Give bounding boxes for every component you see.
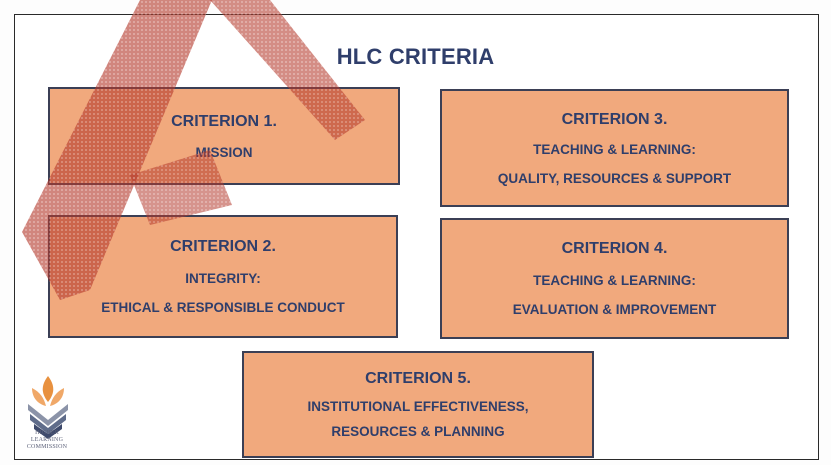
criterion-1-heading: CRITERION 1.	[171, 112, 277, 130]
criterion-3-box: CRITERION 3. TEACHING & LEARNING: QUALIT…	[440, 89, 789, 207]
criterion-1-line-1: MISSION	[195, 144, 253, 160]
criterion-2-line-1: INTEGRITY:	[185, 270, 261, 286]
hlc-logo-text: HIGHER LEARNING COMMISSION	[16, 430, 78, 451]
logo-text-line-1: HIGHER	[35, 430, 59, 436]
criterion-5-line-2: RESOURCES & PLANNING	[331, 424, 505, 440]
hlc-leaf-logo-icon	[28, 376, 68, 439]
criterion-5-box: CRITERION 5. INSTITUTIONAL EFFECTIVENESS…	[242, 351, 594, 458]
criterion-4-line-2: EVALUATION & IMPROVEMENT	[512, 301, 717, 317]
criterion-4-heading: CRITERION 4.	[561, 240, 668, 258]
criterion-2-heading: CRITERION 2.	[170, 237, 276, 255]
criterion-3-line-1: TEACHING & LEARNING:	[533, 142, 696, 157]
page-title: HLC CRITERIA	[336, 44, 495, 69]
logo-text-line-3: COMMISSION	[26, 444, 68, 450]
criterion-3-line-2: QUALITY, RESOURCES & SUPPORT	[497, 170, 732, 186]
criterion-4-box: CRITERION 4. TEACHING & LEARNING: EVALUA…	[440, 218, 789, 339]
criterion-5-heading: CRITERION 5.	[365, 369, 471, 387]
criterion-2-box: CRITERION 2. INTEGRITY: ETHICAL & RESPON…	[48, 215, 398, 338]
logo-text-line-2: LEARNING	[30, 437, 64, 443]
criterion-2-line-2: ETHICAL & RESPONSIBLE CONDUCT	[101, 300, 345, 316]
criterion-3-heading: CRITERION 3.	[561, 110, 668, 128]
criterion-5-line-1: INSTITUTIONAL EFFECTIVENESS,	[307, 398, 529, 414]
criterion-4-line-1: TEACHING & LEARNING:	[533, 272, 696, 288]
criterion-1-box: CRITERION 1. MISSION	[48, 87, 400, 185]
